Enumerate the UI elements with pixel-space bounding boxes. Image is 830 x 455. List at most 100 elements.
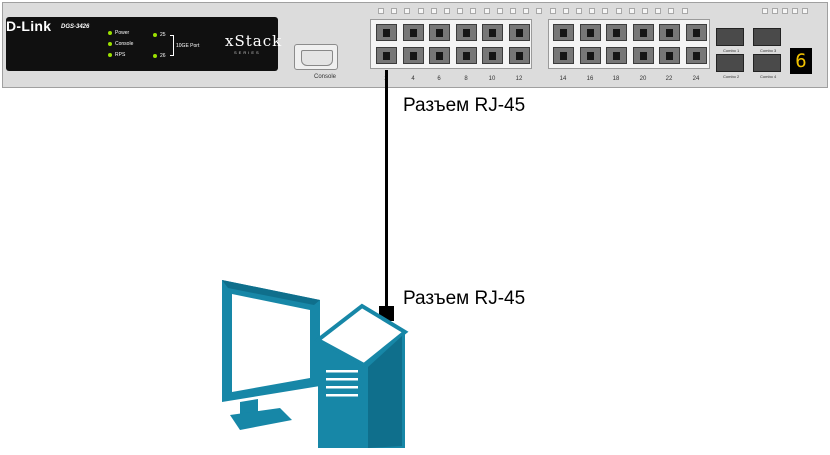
rj45-port bbox=[482, 24, 503, 41]
combo-port-1 bbox=[716, 28, 744, 46]
port-status-led-icon bbox=[457, 8, 463, 14]
monitor-icon bbox=[222, 280, 320, 430]
port-number-label: 16 bbox=[586, 76, 594, 82]
power-led-label: Power bbox=[115, 30, 130, 36]
rj45-port bbox=[482, 47, 503, 64]
rj45-port bbox=[659, 24, 680, 41]
port-status-led-icon bbox=[563, 8, 569, 14]
port-status-led-icon bbox=[642, 8, 648, 14]
model-name: DGS-3426 bbox=[61, 24, 90, 30]
console-port bbox=[294, 44, 338, 70]
combo-port-4 bbox=[753, 54, 781, 72]
ethernet-cable bbox=[385, 70, 388, 310]
rj45-port bbox=[429, 47, 450, 64]
port-number-label: 24 bbox=[692, 76, 700, 82]
port-25-led-icon bbox=[153, 33, 157, 37]
port-status-led-icon bbox=[484, 8, 490, 14]
console-led-label: Console bbox=[115, 41, 134, 47]
port-status-led-icon bbox=[418, 8, 424, 14]
rj45-port bbox=[606, 24, 627, 41]
rj45-port bbox=[686, 24, 707, 41]
stack-id-display: 6 bbox=[790, 48, 812, 74]
port-status-led-icon bbox=[682, 8, 688, 14]
series-subtitle: SERIES bbox=[234, 50, 261, 55]
rj45-port bbox=[429, 24, 450, 41]
port-status-led-icon bbox=[523, 8, 529, 14]
led-bracket bbox=[170, 35, 174, 56]
console-port-label: Console bbox=[314, 74, 337, 80]
switch-connector-label: Разъем RJ-45 bbox=[403, 95, 526, 116]
port-status-led-icon bbox=[510, 8, 516, 14]
rps-led-label: RPS bbox=[115, 52, 126, 58]
rj45-port bbox=[553, 47, 574, 64]
port-status-led-icon bbox=[497, 8, 503, 14]
port-number-label: 14 bbox=[559, 76, 567, 82]
rj45-port bbox=[376, 24, 397, 41]
rj45-port bbox=[580, 47, 601, 64]
port-number-label: 8 bbox=[464, 76, 468, 82]
rj45-port bbox=[686, 47, 707, 64]
port-number-label: 20 bbox=[639, 76, 647, 82]
desktop-computer-icon bbox=[222, 280, 409, 448]
port-25-led-label: 25 bbox=[160, 32, 166, 38]
combo-1-label: Combo 1 bbox=[723, 48, 740, 53]
port-26-led-icon bbox=[153, 54, 157, 58]
rj45-port bbox=[509, 24, 530, 41]
rj45-port bbox=[456, 47, 477, 64]
computer-connector-label: Разъем RJ-45 bbox=[403, 288, 526, 309]
port-status-led-icon bbox=[792, 8, 798, 14]
port-status-led-icon bbox=[616, 8, 622, 14]
power-led-icon bbox=[108, 31, 112, 35]
port-status-led-icon bbox=[576, 8, 582, 14]
rj45-port bbox=[606, 47, 627, 64]
port-number-label: 10 bbox=[488, 76, 496, 82]
port-status-led-icon bbox=[444, 8, 450, 14]
port-number-label: 12 bbox=[515, 76, 523, 82]
rj45-port bbox=[509, 47, 530, 64]
port-status-led-icon bbox=[404, 8, 410, 14]
combo-port-2 bbox=[716, 54, 744, 72]
port-status-led-icon bbox=[629, 8, 635, 14]
rj45-port bbox=[403, 47, 424, 64]
combo-2-label: Combo 2 bbox=[723, 74, 740, 79]
combo-port-3 bbox=[753, 28, 781, 46]
rj45-port bbox=[633, 24, 654, 41]
port-status-led-icon bbox=[602, 8, 608, 14]
port-status-led-icon bbox=[378, 8, 384, 14]
port-26-led-label: 26 bbox=[160, 53, 166, 59]
port-status-led-icon bbox=[668, 8, 674, 14]
rj45-port bbox=[553, 24, 574, 41]
port-status-led-icon bbox=[470, 8, 476, 14]
port-status-led-icon bbox=[782, 8, 788, 14]
rj45-port bbox=[376, 47, 397, 64]
port-status-led-icon bbox=[536, 8, 542, 14]
rps-led-icon bbox=[108, 53, 112, 57]
port-number-label: 4 bbox=[411, 76, 415, 82]
rj45-port bbox=[633, 47, 654, 64]
port-status-led-icon bbox=[655, 8, 661, 14]
port-block-right bbox=[548, 19, 710, 69]
port-status-led-icon bbox=[431, 8, 437, 14]
ten-ge-port-label: 10GE Port bbox=[176, 43, 200, 49]
port-status-led-icon bbox=[391, 8, 397, 14]
combo-4-label: Combo 4 bbox=[760, 74, 777, 79]
series-name: xStack bbox=[225, 32, 283, 50]
rj45-port bbox=[456, 24, 477, 41]
port-status-led-icon bbox=[772, 8, 778, 14]
port-number-label: 18 bbox=[612, 76, 620, 82]
rj45-port bbox=[659, 47, 680, 64]
rj45-port bbox=[403, 24, 424, 41]
port-status-led-icon bbox=[589, 8, 595, 14]
port-status-led-icon bbox=[802, 8, 808, 14]
rj45-port bbox=[580, 24, 601, 41]
port-status-led-icon bbox=[550, 8, 556, 14]
port-status-led-icon bbox=[762, 8, 768, 14]
console-led-icon bbox=[108, 42, 112, 46]
tower-icon bbox=[314, 303, 409, 448]
port-number-label: 22 bbox=[665, 76, 673, 82]
port-block-left bbox=[370, 19, 532, 69]
combo-3-label: Combo 3 bbox=[760, 48, 777, 53]
port-number-label: 6 bbox=[437, 76, 441, 82]
switch-front-panel bbox=[6, 17, 278, 71]
brand-logo: D-Link bbox=[6, 18, 52, 34]
